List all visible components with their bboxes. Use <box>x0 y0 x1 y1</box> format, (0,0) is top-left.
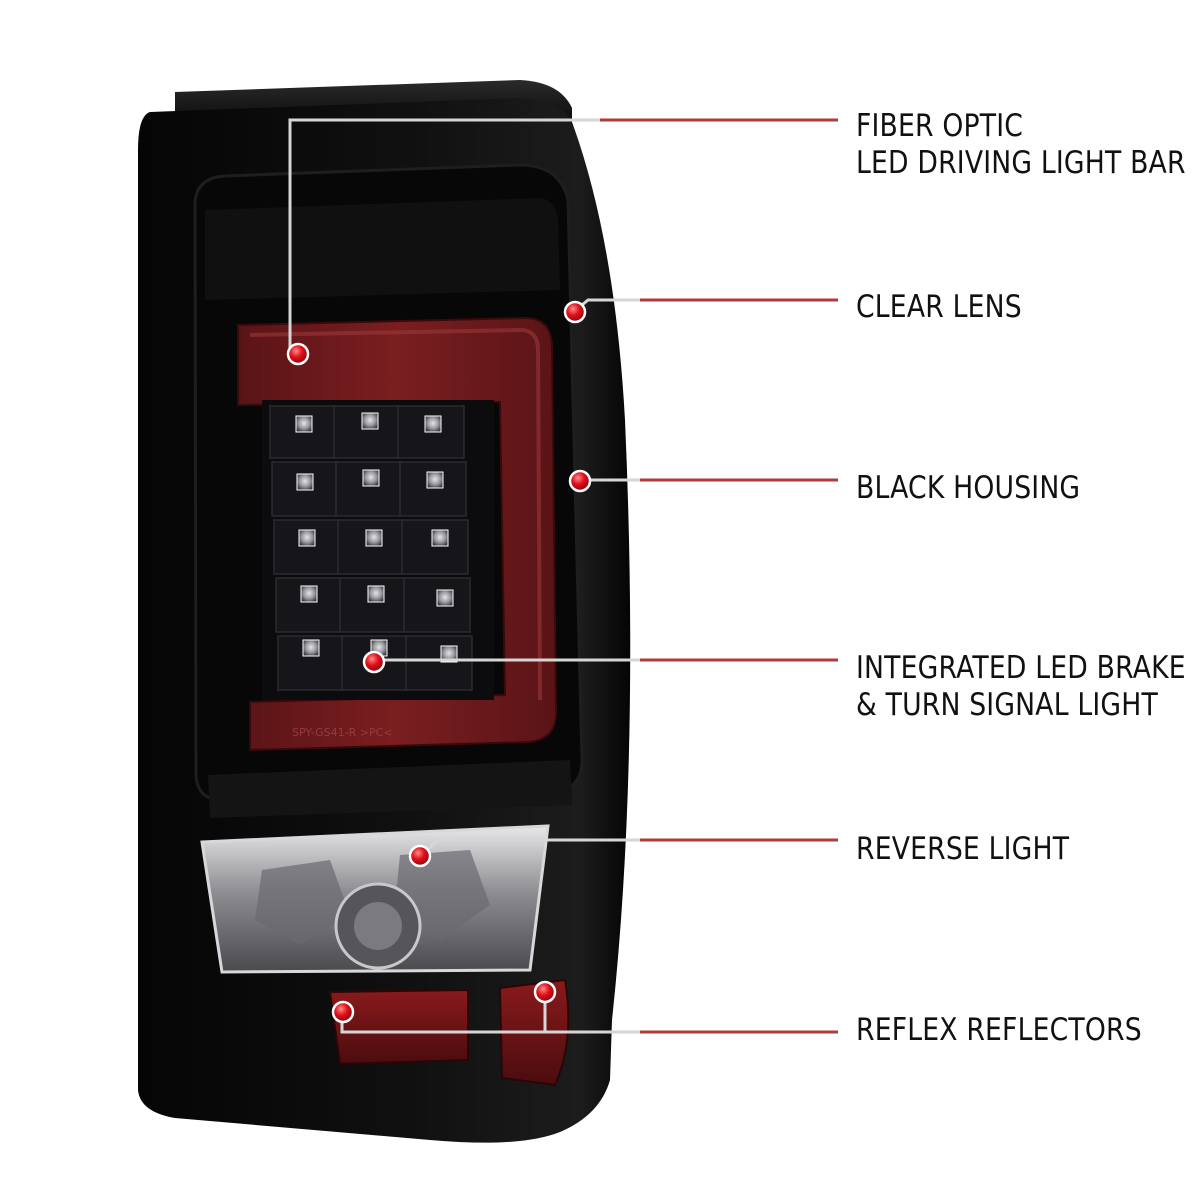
reverse-light-facets <box>255 850 490 945</box>
reflex-reflector-left <box>328 988 469 1066</box>
lower-sill <box>208 760 572 818</box>
callout-dot-reflector-left <box>331 1000 355 1024</box>
light-bar-highlight <box>249 327 542 701</box>
callout-label-black-housing: BLACK HOUSING <box>856 470 1081 506</box>
callout-dot-black-housing <box>568 469 592 493</box>
callout-label-reverse-light: REVERSE LIGHT <box>856 831 1070 867</box>
callout-dot-clear-lens <box>563 300 587 324</box>
led-grid <box>269 405 473 691</box>
callout-dot-reflector-right <box>533 980 557 1004</box>
upper-gloss-band <box>205 198 560 300</box>
callout-dot-reverse-light <box>408 844 432 868</box>
callout-label-clear-lens: CLEAR LENS <box>856 289 1022 325</box>
fiber-optic-light-bar <box>237 316 558 752</box>
callout-dot-fiber-optic <box>286 342 310 366</box>
callout-label-integrated-led: INTEGRATED LED BRAKE & TURN SIGNAL LIGHT <box>856 650 1186 723</box>
callout-label-fiber-optic: FIBER OPTIC LED DRIVING LIGHT BAR <box>856 108 1186 181</box>
callout-dots <box>286 300 592 1024</box>
callout-label-reflex-reflectors: REFLEX REFLECTORS <box>856 1012 1142 1048</box>
lens-marking: SPY-GS41-R >PC< <box>292 726 393 739</box>
callout-dot-integrated-led <box>362 650 386 674</box>
